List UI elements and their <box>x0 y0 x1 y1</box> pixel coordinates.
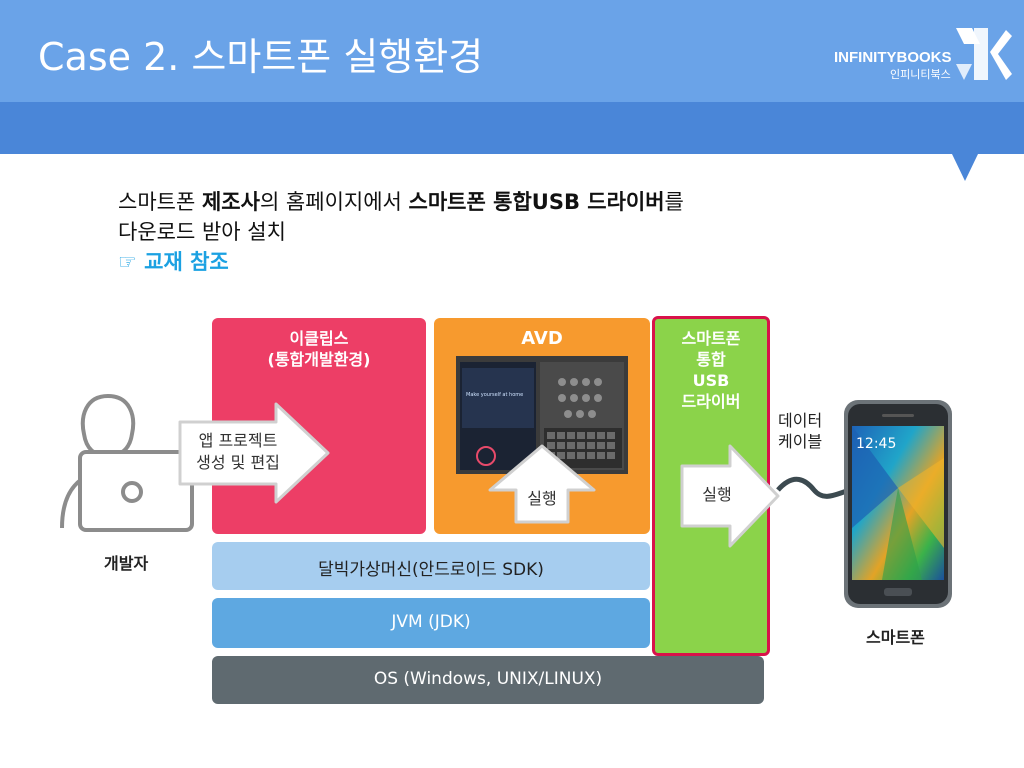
developer-label: 개발자 <box>104 554 149 573</box>
intro-text: 의 홈페이지에서 <box>259 190 409 214</box>
run-avd-arrow <box>488 444 596 524</box>
eclipse-label: 이클립스 (통합개발환경) <box>267 329 371 369</box>
logo-name: INFINITYBOOKS <box>834 49 952 66</box>
usb-driver-label: 스마트폰 통합 USB 드라이버 <box>681 329 741 411</box>
svg-text:Make yourself at home: Make yourself at home <box>466 392 523 398</box>
intro-text: 스마트폰 <box>118 190 202 214</box>
layer-jvm-label: JVM (JDK) <box>391 612 471 632</box>
logo-subtitle: 인피니티북스 <box>890 68 951 81</box>
svg-text:12:45: 12:45 <box>856 436 896 452</box>
intro-manufacturer: 제조사 <box>201 190 260 214</box>
intro-line-2: 다운로드 받아 설치 <box>118 220 286 244</box>
textbook-reference-link[interactable]: ☞ 교재 참조 <box>118 250 229 274</box>
logo-k-icon <box>956 28 1012 80</box>
smartphone-icon: 12:45 <box>844 400 952 608</box>
header-band-bottom <box>0 102 1024 154</box>
layer-sdk: 달빅가상머신(안드로이드 SDK) <box>212 542 650 590</box>
app-project-label: 앱 프로젝트 생성 및 편집 <box>196 431 280 472</box>
avd-label: AVD <box>521 328 563 349</box>
layer-os: OS (Windows, UNIX/LINUX) <box>212 656 764 704</box>
data-cable-line <box>776 476 851 499</box>
slide-title: Case 2. 스마트폰 실행환경 <box>38 35 484 79</box>
run-usb-label: 실행 <box>702 485 732 504</box>
layer-jvm: JVM (JDK) <box>212 598 650 648</box>
intro-text: 를 <box>664 190 684 214</box>
data-cable-label: 데이터 케이블 <box>778 411 823 451</box>
layer-sdk-label: 달빅가상머신(안드로이드 SDK) <box>318 560 544 580</box>
intro-usb-driver: 스마트폰 통합USB 드라이버 <box>408 190 665 214</box>
header-band-top <box>0 0 1024 102</box>
layer-os-label: OS (Windows, UNIX/LINUX) <box>373 669 603 689</box>
intro-line-1: 스마트폰 제조사의 홈페이지에서 스마트폰 통합USB 드라이버를 <box>118 188 684 216</box>
developer-icon <box>60 393 194 532</box>
header-pointer <box>952 154 978 181</box>
app-project-arrow <box>178 402 330 504</box>
run-avd-label: 실행 <box>527 489 557 508</box>
smartphone-label: 스마트폰 <box>866 628 925 647</box>
run-usb-arrow <box>680 444 780 548</box>
